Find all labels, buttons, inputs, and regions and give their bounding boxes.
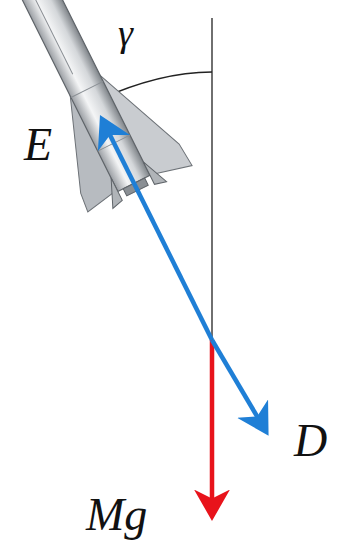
force-label: E (24, 122, 52, 168)
gravity-arrow (210, 340, 215, 512)
thrust-arrow (104, 123, 212, 340)
vertical-line (211, 18, 212, 345)
missile-body (0, 0, 193, 219)
force-label: Mg (86, 492, 147, 538)
angle-symbol: γ (118, 14, 133, 52)
drag-arrow (212, 340, 264, 428)
force-label: D (294, 418, 327, 464)
